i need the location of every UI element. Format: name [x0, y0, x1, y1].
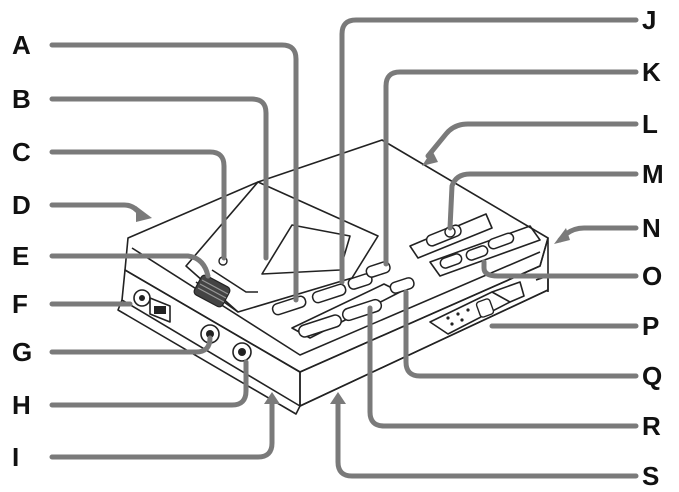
arrow-i-head — [264, 392, 280, 404]
label-a: A — [12, 30, 31, 60]
arrow-l-head — [422, 150, 438, 166]
device-body — [117, 139, 549, 415]
label-c: C — [12, 137, 31, 167]
label-h: H — [12, 390, 31, 420]
label-j: J — [642, 5, 656, 35]
side-jacks — [133, 289, 171, 323]
label-b: B — [12, 84, 31, 114]
label-d: D — [12, 190, 31, 220]
label-i: I — [12, 442, 19, 472]
label-f: F — [12, 289, 28, 319]
label-m: M — [642, 159, 664, 189]
mode-buttons — [365, 261, 415, 294]
front-jacks — [200, 324, 252, 362]
label-k: K — [642, 57, 661, 87]
arrowheads — [136, 150, 570, 404]
label-s: S — [642, 461, 659, 491]
arrow-s-head — [330, 392, 346, 404]
jog-dial — [193, 274, 231, 308]
label-e: E — [12, 241, 29, 271]
callout-labels: A B C D E F G H I J K L M N O P Q R S — [12, 5, 664, 491]
arrow-d-head — [136, 206, 152, 222]
transport-buttons — [271, 273, 401, 339]
label-p: P — [642, 311, 659, 341]
label-n: N — [642, 213, 661, 243]
arrow-n-head — [554, 228, 570, 244]
label-q: Q — [642, 361, 662, 391]
leader-lines — [49, 17, 639, 479]
label-l: L — [642, 109, 658, 139]
label-g: G — [12, 337, 32, 367]
label-r: R — [642, 411, 661, 441]
record-buttons — [409, 213, 541, 277]
label-o: O — [642, 261, 662, 291]
slide-switch — [429, 281, 525, 335]
